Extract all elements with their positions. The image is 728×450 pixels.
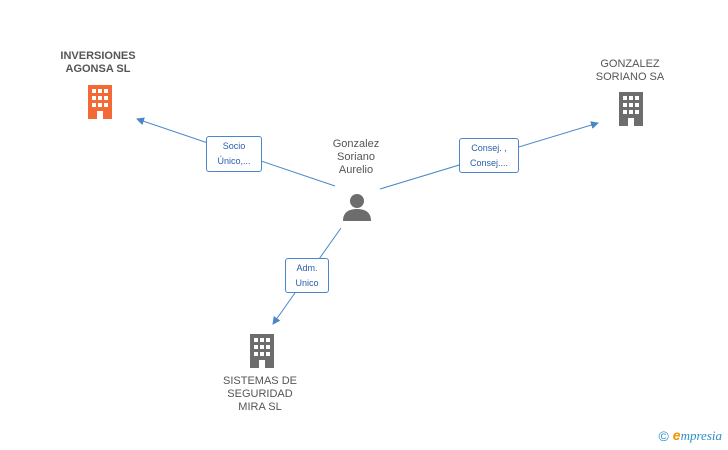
- node-label-line: Gonzalez: [332, 138, 380, 150]
- node-label-line: SISTEMAS DE: [223, 375, 297, 387]
- building-icon[interactable]: [246, 334, 278, 368]
- edge-label-line: Consej. ,: [471, 143, 507, 153]
- brand-first-letter: e: [672, 427, 681, 443]
- brand-name: empresia: [673, 427, 722, 444]
- copyright-icon: ©: [658, 427, 669, 444]
- edge-label-line: Único,...: [217, 156, 251, 166]
- node-label-line: SEGURIDAD: [227, 388, 293, 400]
- brand-rest: mpresia: [680, 428, 722, 443]
- edge-label-line: Consej....: [469, 158, 509, 168]
- edge-label-line: Adm.: [296, 263, 318, 273]
- edge-label-sistemas[interactable]: Adm. Unico: [285, 258, 329, 293]
- node-label-line: INVERSIONES: [60, 50, 136, 62]
- node-label-line: AGONSA SL: [65, 63, 131, 75]
- building-icon[interactable]: [615, 92, 647, 126]
- node-label-line: SORIANO SA: [595, 71, 665, 83]
- node-label-line: Aurelio: [338, 164, 374, 176]
- edge-label-line: Socio: [222, 141, 246, 151]
- edge-label-gonzalez-soriano[interactable]: Consej. , Consej....: [459, 138, 519, 173]
- node-label-inversiones[interactable]: INVERSIONES AGONSA SL: [40, 50, 156, 76]
- edge-label-line: Unico: [295, 278, 319, 288]
- node-label-gonzalez-soriano[interactable]: GONZALEZ SORIANO SA: [582, 58, 678, 84]
- node-label-line: GONZALEZ: [600, 58, 660, 70]
- empresia-logo: © empresia: [658, 427, 722, 444]
- edge-label-inversiones[interactable]: Socio Único,...: [206, 136, 262, 172]
- node-label-center-person[interactable]: Gonzalez Soriano Aurelio: [310, 138, 402, 177]
- node-label-line: Soriano: [337, 151, 375, 163]
- node-label-line: MIRA SL: [238, 401, 282, 413]
- node-label-sistemas[interactable]: SISTEMAS DE SEGURIDAD MIRA SL: [206, 375, 314, 414]
- person-icon[interactable]: [342, 192, 372, 222]
- building-icon[interactable]: [84, 85, 116, 119]
